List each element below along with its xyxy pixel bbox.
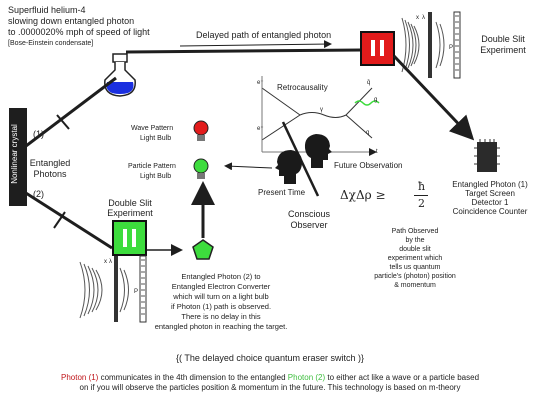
feynman-gamma: γ [320,107,323,113]
double-slit-top-l2: Experiment [480,45,526,55]
feynman-t: t [376,149,378,155]
converter-l1: Entangled Photon (2) to [181,272,261,281]
superfluid-line2: slowing down entangled photon [8,16,135,26]
target-l3: Detector 1 [471,198,509,207]
converter-l5: There is no delay in this [181,312,261,321]
double-slit-bottom-l2: Experiment [107,208,153,218]
target-l2: Target Screen [465,189,515,198]
crystal-label: Nonlinear crystal [10,124,19,184]
uncertainty-hbar: ħ [418,180,426,193]
observer-label: Observer [290,220,328,230]
bose-einstein-label: [Bose-Einstein condensate] [8,40,94,47]
converter-l4: if Photon (1) path is observed. [170,302,272,311]
wave-pattern-label: Wave Pattern [131,125,174,132]
converter-l3: which will turn on a light bulb [173,292,269,301]
feynman-e-top: e⁻ [257,80,264,86]
path-observed-l7: & momentum [394,282,436,289]
uncertainty-lhs: ΔχΔρ ≥ [340,188,386,202]
footer-line1: Photon (1) communicates in the 4th dimen… [0,373,540,383]
top-slit-p: P [449,45,454,51]
flask-icon [104,53,136,97]
target-beam [392,54,475,141]
path-observed-l6: particle's (photon) position [374,273,456,280]
superfluid-title: Superfluid helium-4 [8,5,86,15]
converter-l6: entangled photon in reaching the target. [154,322,288,331]
superfluid-line3: to .0000020% mph of speed of light [8,27,150,37]
particle-bulb-icon [193,158,209,179]
present-head-icon [275,150,303,184]
footer-end: to either act like a wave or a particle … [325,373,480,382]
double-slit-top-l1: Double Slit [481,34,525,44]
delayed-path-beam [125,48,363,54]
photon-1-beam [17,76,117,154]
photon-2-beam [17,186,113,250]
bottom-slit-x: x [104,259,107,265]
path-observed-l3: double slit [399,246,431,253]
bottom-slit-lambda: λ [109,259,112,265]
top-slit-lambda: λ [422,15,425,21]
footer-line2: on if you will observe the particles pos… [79,383,461,392]
caption: {( The delayed choice quantum eraser swi… [176,353,364,363]
feynman-q-bottom: q [366,130,370,136]
path-1-label: (1) [33,129,44,139]
nonlinear-crystal [9,108,27,206]
green-slit-switch [112,220,147,256]
target-l1: Entangled Photon (1) [452,180,528,189]
uncertainty-equation: ΔχΔρ ≥ ħ 2 [340,180,440,214]
converter-l2: Entangled Electron Converter [171,282,271,291]
footer-photon2: Photon (2) [287,373,326,382]
present-time-label: Present Time [258,188,306,197]
red-slit-switch [360,31,395,66]
double-slit-bottom-l1: Double Slit [108,198,152,208]
uncertainty-two: 2 [418,197,425,210]
target-detector [474,139,500,172]
particle-pattern-label: Particle Pattern [128,163,176,170]
path-observed-l4: experiment which [387,255,443,262]
top-slit-apparatus [401,11,461,79]
wave-bulb-label: Light Bulb [140,135,172,142]
entangled-photons-l1: Entangled [29,158,71,168]
entangled-photons-l2: Photons [33,169,67,179]
particle-bulb-label: Light Bulb [140,173,172,180]
path-observed-l1: Path Observed [391,228,439,235]
bottom-slit-apparatus [79,255,147,323]
future-head-icon [304,134,332,168]
electron-converter-icon [192,239,214,260]
target-l4: Coincidence Counter [452,207,528,216]
path-observed-l2: by the [405,237,425,244]
conscious-label: Conscious [287,209,331,219]
wave-bulb-icon [193,120,209,141]
feynman-e-bottom: e⁺ [257,126,264,132]
path-observed-l5: tells us quantum [389,264,441,271]
feynman-g: g [374,97,378,103]
future-observation-label: Future Observation [334,161,403,170]
delayed-path-label: Delayed path of entangled photon [196,30,332,40]
path-2-label: (2) [33,189,44,199]
footer-photon1: Photon (1) [60,373,99,382]
footer-mid: communicates in the 4th dimension to the… [98,373,288,382]
feynman-q-top: q̄ [367,80,371,86]
bottom-slit-p: P [134,289,139,295]
retrocausality-label: Retrocausality [277,83,328,92]
top-slit-x: x [416,15,419,21]
